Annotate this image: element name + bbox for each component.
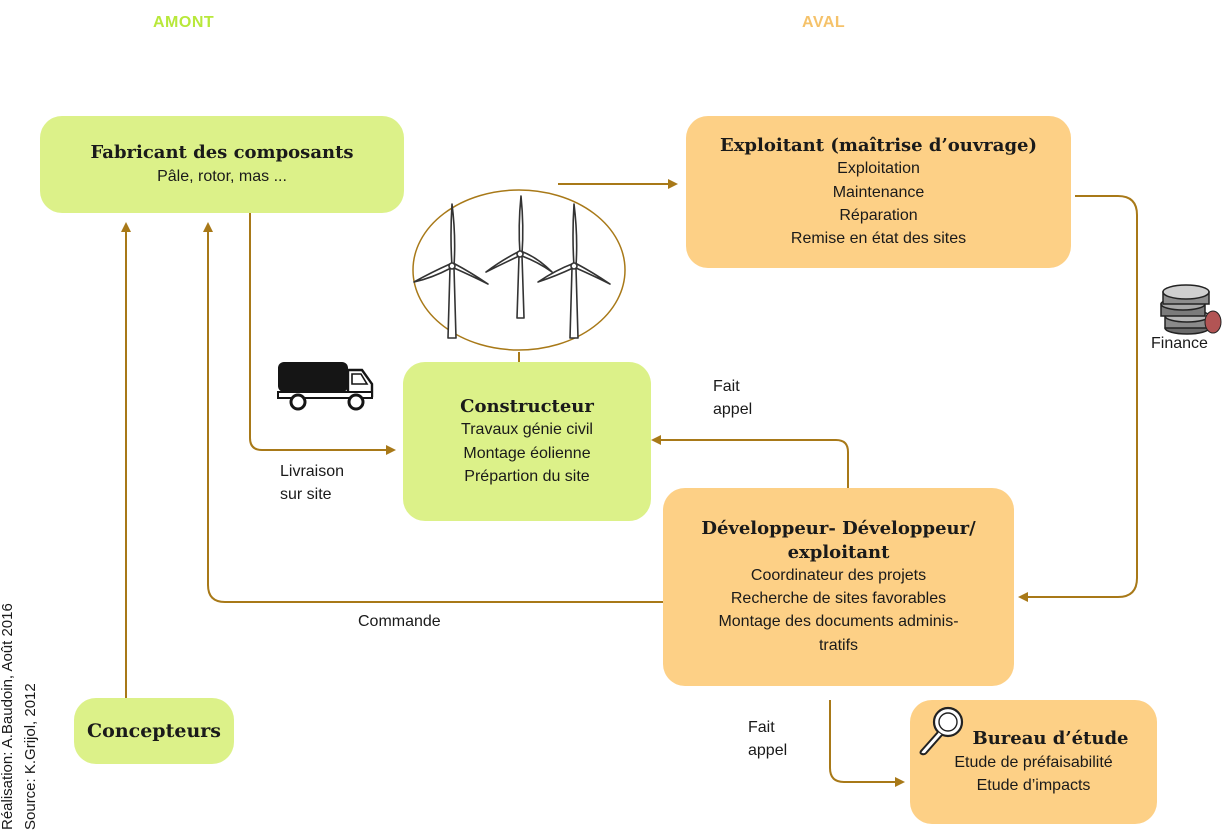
exploitant-title: Exploitant (maîtrise d’ouvrage) bbox=[719, 134, 1038, 156]
fait-appel-line: appel bbox=[713, 401, 753, 419]
source-credit: Source: K.Grijol, 2012 bbox=[22, 683, 39, 830]
finance-label: Finance bbox=[1151, 335, 1208, 352]
bureau-line: Etude d’impacts bbox=[976, 776, 1091, 794]
exploitant-line: Réparation bbox=[839, 206, 918, 224]
developpeur-title-2: exploitant bbox=[787, 541, 890, 563]
arrow-fait-appel-constructeur bbox=[651, 435, 849, 492]
fabricant-box: Fabricant des composants Pâle, rotor, ma… bbox=[40, 116, 404, 213]
constructeur-title: Constructeur bbox=[460, 396, 594, 418]
exploitant-line: Remise en état des sites bbox=[790, 229, 967, 247]
aval-header: AVAL bbox=[802, 14, 846, 31]
arrow-finance bbox=[1018, 195, 1138, 602]
fait-appel-line: Fait bbox=[713, 378, 740, 395]
concepteurs-box: Concepteurs bbox=[74, 698, 234, 764]
fait-appel-line: Fait bbox=[748, 719, 775, 736]
exploitant-line: Exploitation bbox=[837, 160, 920, 178]
developpeur-line: tratifs bbox=[818, 636, 859, 654]
livraison-label-line: Livraison bbox=[280, 463, 345, 480]
developpeur-line: Recherche de sites favorables bbox=[730, 590, 947, 608]
bureau-title: Bureau d’étude bbox=[972, 728, 1129, 750]
arrow-livraison bbox=[249, 212, 396, 455]
constructeur-line: Montage éolienne bbox=[463, 444, 591, 462]
livraison-label-line: sur site bbox=[280, 486, 332, 504]
arrow-fait-appel-bureau bbox=[829, 700, 905, 787]
exploitant-box: Exploitant (maîtrise d’ouvrage) Exploita… bbox=[686, 116, 1071, 268]
wind-turbines-icon bbox=[412, 189, 626, 351]
developpeur-box: Développeur- Développeur/ exploitant Coo… bbox=[663, 488, 1014, 686]
bureau-line: Etude de préfaisabilité bbox=[954, 753, 1113, 771]
fabricant-line: Pâle, rotor, mas ... bbox=[157, 167, 287, 185]
commande-label: Commande bbox=[358, 613, 441, 630]
developpeur-title: Développeur- Développeur/ bbox=[701, 518, 976, 540]
amont-header: AMONT bbox=[153, 14, 215, 31]
fait-appel-bottom-label: Fait appel bbox=[748, 716, 787, 762]
livraison-label: Livraison sur site bbox=[280, 460, 344, 506]
fait-appel-top-label: Fait appel bbox=[713, 375, 752, 421]
constructeur-line: Travaux génie civil bbox=[461, 421, 593, 439]
magnifier-icon bbox=[919, 706, 964, 756]
realisation-credit: Réalisation: A.Baudoin, Août 2016 bbox=[0, 603, 16, 830]
concepteurs-title: Concepteurs bbox=[87, 719, 221, 742]
exploitant-line: Maintenance bbox=[832, 183, 925, 201]
fait-appel-line: appel bbox=[748, 742, 788, 760]
truck-icon bbox=[277, 362, 374, 411]
constructeur-line: Prépartion du site bbox=[464, 467, 590, 485]
developpeur-line: Coordinateur des projets bbox=[750, 567, 927, 585]
developpeur-line: Montage des documents adminis- bbox=[718, 613, 959, 631]
coins-icon bbox=[1160, 284, 1222, 335]
constructeur-box: Constructeur Travaux génie civil Montage… bbox=[403, 362, 651, 521]
arrow-commande bbox=[203, 222, 663, 603]
fabricant-title: Fabricant des composants bbox=[90, 142, 354, 164]
